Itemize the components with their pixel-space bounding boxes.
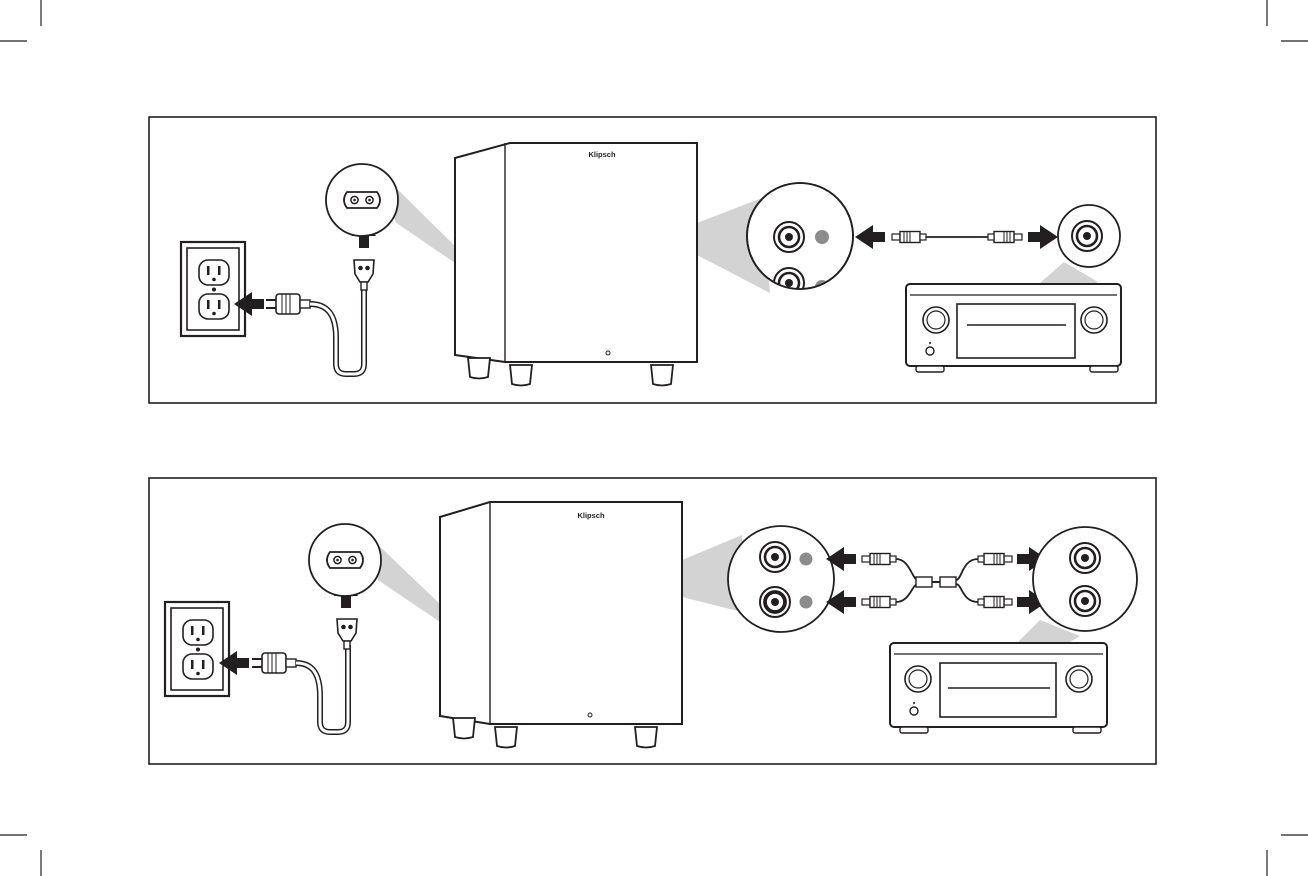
av-receiver-icon: [890, 643, 1107, 733]
rca-jack-icon: [760, 542, 790, 572]
iec-connector-icon: [344, 192, 380, 208]
zoom-circle-receiver-jacks: [1033, 527, 1137, 631]
iec-connector-icon: [327, 552, 363, 568]
panel-single-cable: Klipsch: [149, 117, 1156, 403]
av-receiver-icon: [906, 284, 1121, 372]
zoom-circle-sub-jacks: [728, 526, 834, 632]
subwoofer-icon: Klipsch: [440, 502, 682, 748]
wall-outlet-icon: [181, 242, 245, 336]
rca-jack-icon: [774, 222, 804, 252]
panel-y-splitter: Klipsch: [149, 478, 1156, 764]
rca-jack-icon: [1070, 543, 1100, 573]
brand-logo: Klipsch: [588, 150, 616, 159]
brand-logo: Klipsch: [577, 511, 605, 520]
rca-jack-icon: [1072, 221, 1102, 251]
rca-jack-icon: [1070, 586, 1100, 616]
subwoofer-icon: Klipsch: [455, 143, 697, 386]
wall-outlet-icon: [165, 602, 229, 696]
